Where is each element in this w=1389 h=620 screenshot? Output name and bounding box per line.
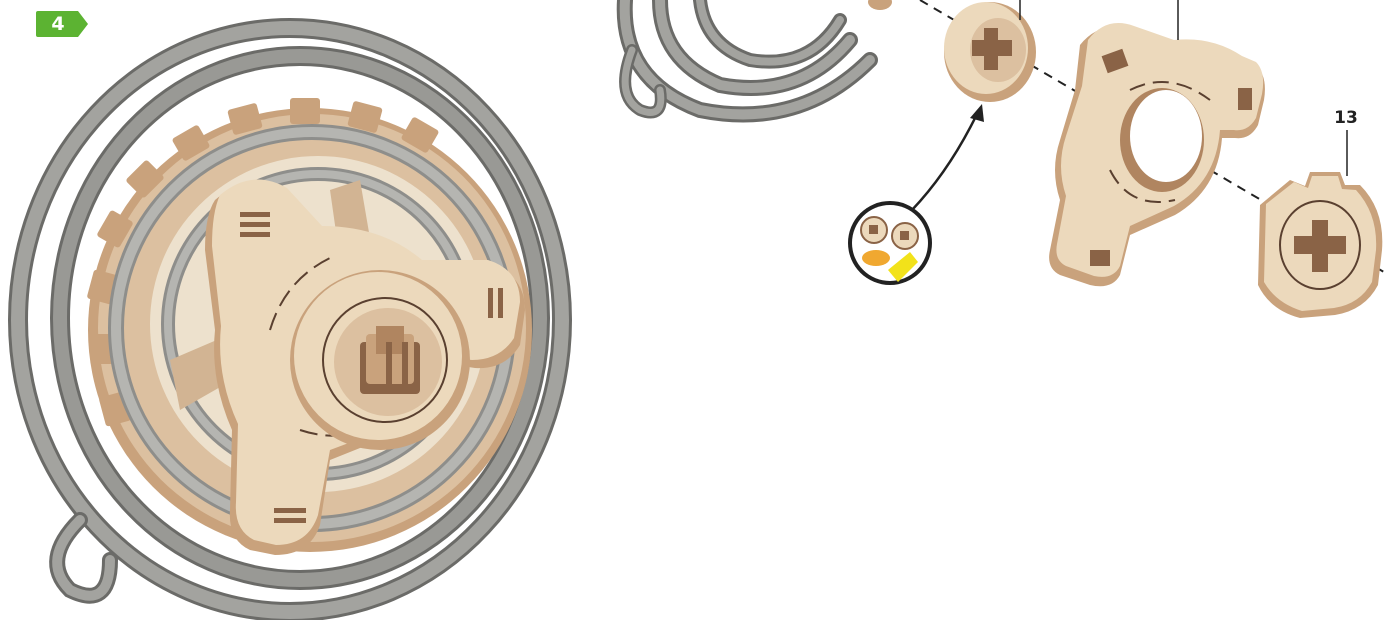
- glue-detail-bubble: [848, 104, 984, 285]
- detail-arrow: [912, 112, 978, 210]
- part-number-13: 13: [1326, 107, 1366, 129]
- notched-ring-part-13: [1258, 130, 1382, 318]
- small-disc-part: [944, 0, 1036, 102]
- spring-coil-exploded: [625, 0, 892, 114]
- three-arm-hub-part: [1049, 0, 1265, 286]
